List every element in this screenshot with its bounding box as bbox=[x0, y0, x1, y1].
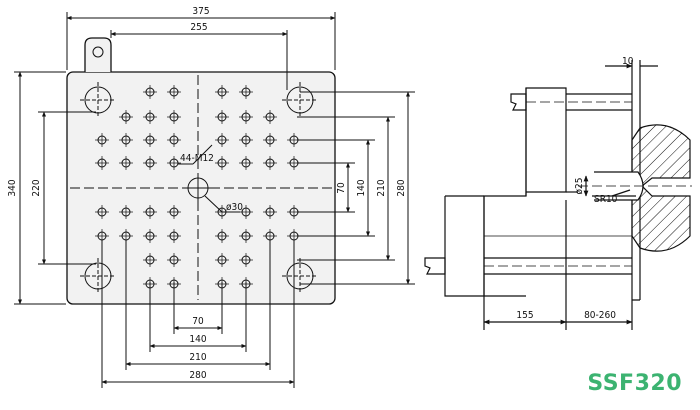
front-view-labels: 375 255 340 220 70 140 210 280 70 140 21… bbox=[7, 6, 407, 381]
dim-bottom-140: 140 bbox=[189, 334, 206, 345]
nozzle-seat-section bbox=[631, 124, 691, 252]
dim-right-280: 280 bbox=[396, 179, 407, 196]
side-view-labels: 10 155 80-260 ø25 SR10 bbox=[516, 56, 633, 321]
front-view bbox=[14, 12, 415, 388]
dim-bottom-280: 280 bbox=[189, 370, 206, 381]
callout-tapped-holes: 44-M12 bbox=[180, 153, 214, 164]
side-view bbox=[424, 60, 692, 330]
tie-bar-hole-crosshairs bbox=[80, 82, 318, 294]
dim-bottom-70: 70 bbox=[192, 316, 204, 327]
model-label: SSF320 bbox=[587, 371, 682, 396]
dim-mold-height-range: 80-260 bbox=[584, 310, 616, 321]
tie-bar-top bbox=[510, 93, 527, 111]
lifting-lug bbox=[84, 37, 112, 72]
dim-right-210: 210 bbox=[376, 179, 387, 196]
lifting-lug-hole bbox=[92, 46, 104, 58]
dim-overall-height: 340 bbox=[7, 179, 18, 196]
moving-platen bbox=[483, 87, 567, 297]
callout-center-hole: ø30 bbox=[226, 202, 243, 213]
m12-tapped-holes bbox=[95, 85, 301, 291]
dim-right-140: 140 bbox=[356, 179, 367, 196]
callout-nozzle-diameter: ø25 bbox=[574, 178, 585, 195]
moving-platen-base bbox=[444, 195, 484, 297]
dim-platen-thickness: 155 bbox=[516, 310, 533, 321]
dim-bottom-210: 210 bbox=[189, 352, 206, 363]
callout-nozzle-radius: SR10 bbox=[594, 194, 618, 205]
tie-bar-bottom bbox=[424, 257, 446, 275]
dim-platen-thickness-offset: 10 bbox=[622, 56, 634, 67]
dim-overall-width: 375 bbox=[192, 6, 209, 17]
dim-right-70: 70 bbox=[336, 182, 347, 194]
dim-tie-bar-spacing-width: 255 bbox=[190, 22, 207, 33]
dim-tie-bar-spacing-height: 220 bbox=[31, 179, 42, 196]
